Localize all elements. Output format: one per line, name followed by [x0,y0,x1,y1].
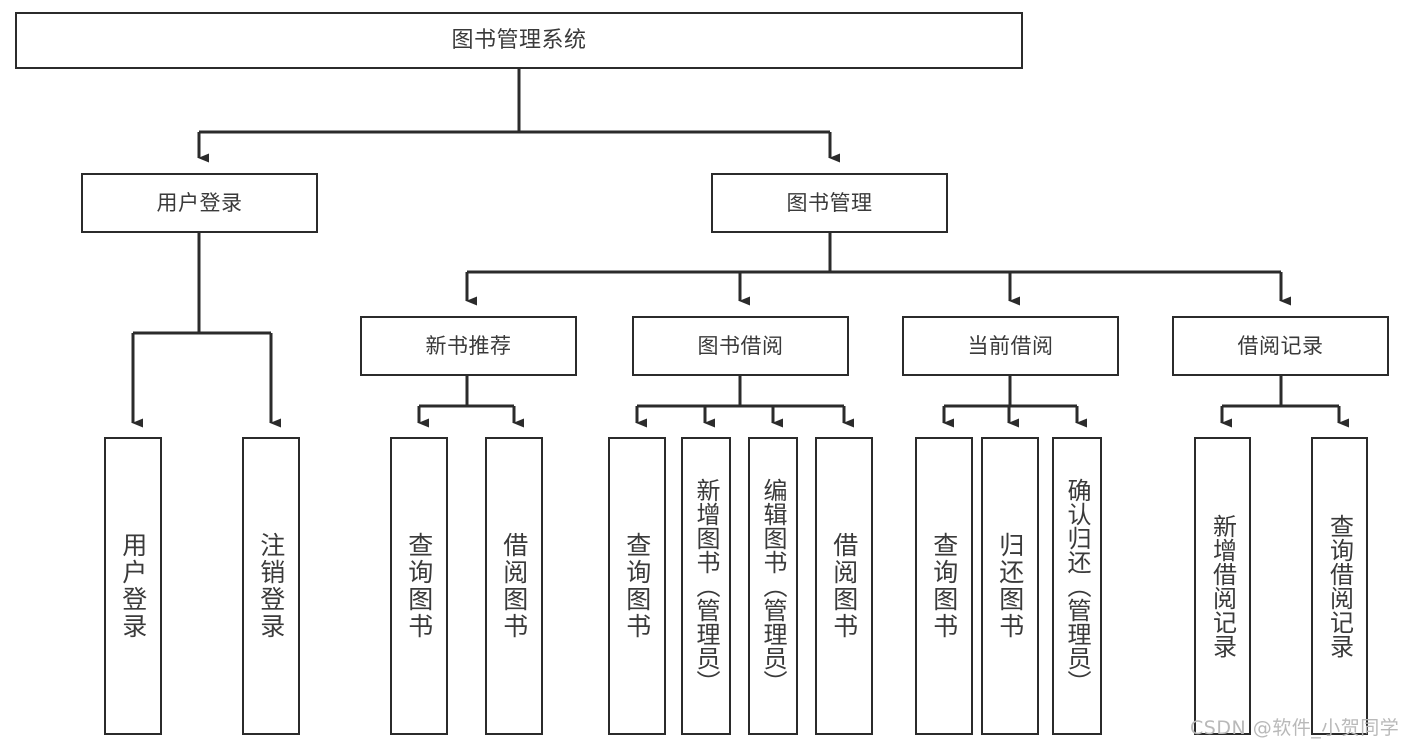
node-user-login-label: 用户登录 [156,190,243,215]
node-new-book-rec-label: 新书推荐 [425,333,512,358]
node-root-label: 图书管理系统 [451,27,587,53]
node-leaf-edit-book-label: 编辑图书（管理员） [759,478,787,694]
node-leaf-query-book-1[interactable]: 查询图书 [390,437,448,735]
node-root[interactable]: 图书管理系统 [15,12,1023,69]
node-current-borrow-label: 当前借阅 [967,333,1054,358]
node-leaf-query-book-1-label: 查询图书 [404,532,434,640]
node-leaf-confirm-return[interactable]: 确认归还（管理员） [1052,437,1102,735]
node-leaf-return-book[interactable]: 归还图书 [981,437,1039,735]
node-leaf-borrow-book-1-label: 借阅图书 [499,532,529,640]
node-borrow-record-label: 借阅记录 [1237,333,1324,358]
node-current-borrow[interactable]: 当前借阅 [902,316,1119,376]
node-book-borrow-label: 图书借阅 [697,333,784,358]
node-new-book-rec[interactable]: 新书推荐 [360,316,577,376]
node-leaf-borrow-book-2-label: 借阅图书 [829,532,859,640]
node-leaf-add-book-label: 新增图书（管理员） [692,478,720,694]
node-leaf-query-book-3[interactable]: 查询图书 [915,437,973,735]
node-book-borrow[interactable]: 图书借阅 [632,316,849,376]
node-leaf-query-book-2[interactable]: 查询图书 [608,437,666,735]
node-leaf-logout[interactable]: 注销登录 [242,437,300,735]
node-leaf-borrow-book-1[interactable]: 借阅图书 [485,437,543,735]
node-leaf-confirm-return-label: 确认归还（管理员） [1063,478,1091,694]
node-book-manage-label: 图书管理 [786,190,873,215]
node-leaf-add-book[interactable]: 新增图书（管理员） [681,437,731,735]
node-book-manage[interactable]: 图书管理 [711,173,948,233]
node-leaf-add-record[interactable]: 新增借阅记录 [1194,437,1251,735]
node-leaf-add-record-label: 新增借阅记录 [1208,514,1237,658]
node-leaf-user-login-label: 用户登录 [118,532,148,640]
node-leaf-query-book-2-label: 查询图书 [622,532,652,640]
node-leaf-query-book-3-label: 查询图书 [929,532,959,640]
node-leaf-borrow-book-2[interactable]: 借阅图书 [815,437,873,735]
node-leaf-logout-label: 注销登录 [256,532,286,640]
node-leaf-query-record[interactable]: 查询借阅记录 [1311,437,1368,735]
node-user-login[interactable]: 用户登录 [81,173,318,233]
node-leaf-query-record-label: 查询借阅记录 [1325,514,1354,658]
node-leaf-user-login[interactable]: 用户登录 [104,437,162,735]
csdn-watermark: CSDN @软件_小贺同学 [1190,717,1400,739]
node-leaf-edit-book[interactable]: 编辑图书（管理员） [748,437,798,735]
node-leaf-return-book-label: 归还图书 [995,532,1025,640]
node-borrow-record[interactable]: 借阅记录 [1172,316,1389,376]
